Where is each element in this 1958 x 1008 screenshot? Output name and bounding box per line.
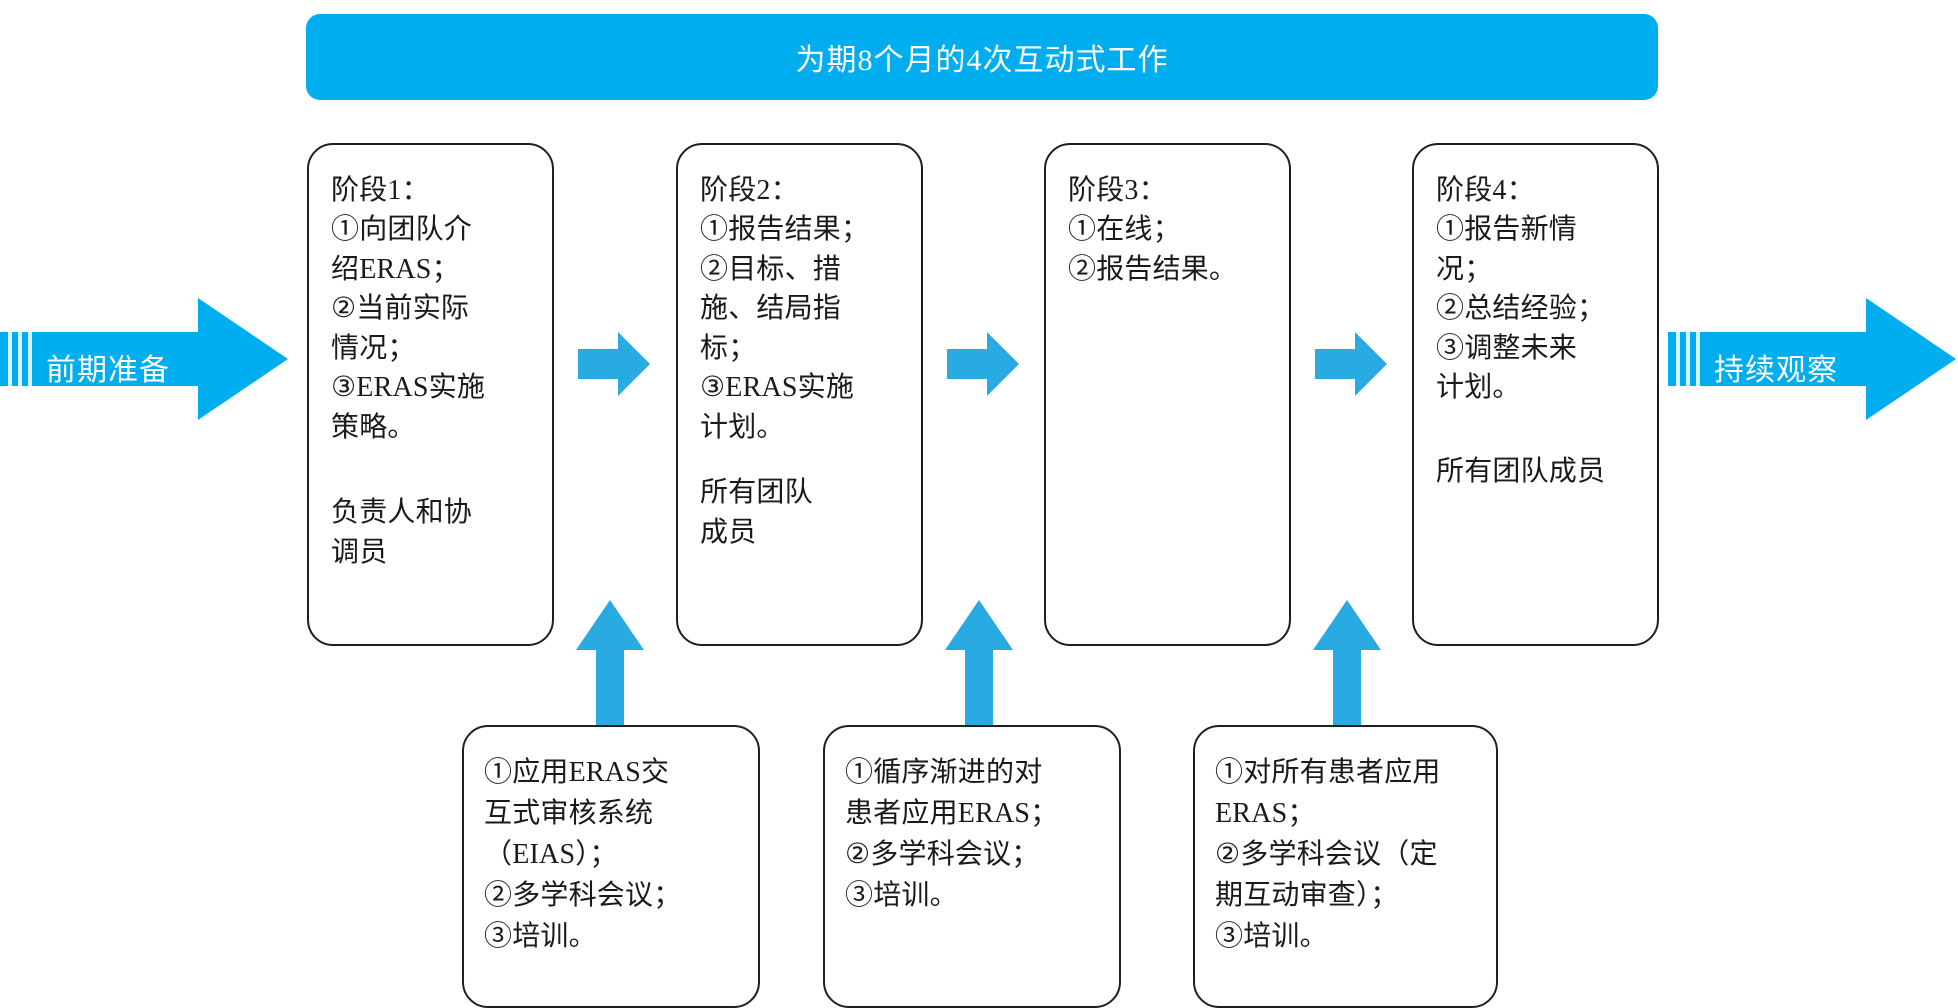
phase-box-1[interactable]: 阶段1： ①向团队介 绍ERAS； ②当前实际 情况； ③ERAS实施 策略。 …: [307, 143, 554, 646]
connector-phase2-to-phase3: [947, 330, 1021, 398]
arrow-up-icon: [576, 600, 644, 730]
phase-4-owner: 所有团队成员: [1436, 455, 1606, 487]
phase-3-body: 阶段3： ①在线； ②报告结果。: [1068, 175, 1238, 285]
connector-sub2-to-phase2: [943, 600, 1015, 730]
phase-2-body: 阶段2： ①报告结果； ②目标、措 施、结局指 标； ③ERAS实施 计划。: [700, 175, 870, 443]
phase-box-2[interactable]: 阶段2： ①报告结果； ②目标、措 施、结局指 标； ③ERAS实施 计划。 所…: [676, 143, 923, 646]
banner-title: 为期8个月的4次互动式工作: [795, 44, 1169, 77]
sub-1-body: ①应用ERAS交 互式审核系统 （EIAS）； ②多学科会议； ③培训。: [484, 757, 682, 952]
phase-4-body: 阶段4： ①报告新情 况； ②总结经验； ③调整未来 计划。: [1436, 175, 1606, 404]
connector-phase1-to-phase2: [578, 330, 652, 398]
entry-arrow-label: 前期准备: [46, 354, 170, 387]
big-arrow-right-icon: [0, 298, 288, 420]
phase-1-owner: 负责人和协 调员: [331, 497, 473, 568]
exit-arrow-label: 持续观察: [1714, 354, 1838, 387]
big-arrow-right-icon: [1668, 298, 1956, 420]
arrow-right-icon: [1315, 332, 1387, 396]
sub-box-2[interactable]: ①循序渐进的对 患者应用ERAS； ②多学科会议； ③培训。: [823, 725, 1121, 1008]
connector-sub1-to-phase1: [574, 600, 646, 730]
phase-box-4[interactable]: 阶段4： ①报告新情 况； ②总结经验； ③调整未来 计划。 所有团队成员: [1412, 143, 1659, 646]
arrow-right-icon: [947, 332, 1019, 396]
entry-arrow: [0, 294, 290, 424]
phase-1-body: 阶段1： ①向团队介 绍ERAS； ②当前实际 情况； ③ERAS实施 策略。: [331, 175, 486, 443]
phase-box-3[interactable]: 阶段3： ①在线； ②报告结果。: [1044, 143, 1291, 646]
arrow-up-icon: [1313, 600, 1381, 730]
sub-box-1[interactable]: ①应用ERAS交 互式审核系统 （EIAS）； ②多学科会议； ③培训。: [462, 725, 760, 1008]
arrow-up-icon: [945, 600, 1013, 730]
header-banner: 为期8个月的4次互动式工作: [306, 14, 1658, 100]
arrow-right-icon: [578, 332, 650, 396]
sub-box-3[interactable]: ①对所有患者应用 ERAS； ②多学科会议（定 期互动审查）； ③培训。: [1193, 725, 1498, 1008]
exit-arrow: [1668, 294, 1958, 424]
connector-sub3-to-phase3: [1311, 600, 1383, 730]
connector-phase3-to-phase4: [1315, 330, 1389, 398]
phase-2-owner: 所有团队 成员: [700, 477, 813, 548]
sub-2-body: ①循序渐进的对 患者应用ERAS； ②多学科会议； ③培训。: [845, 757, 1059, 911]
sub-3-body: ①对所有患者应用 ERAS； ②多学科会议（定 期互动审查）； ③培训。: [1215, 757, 1441, 952]
